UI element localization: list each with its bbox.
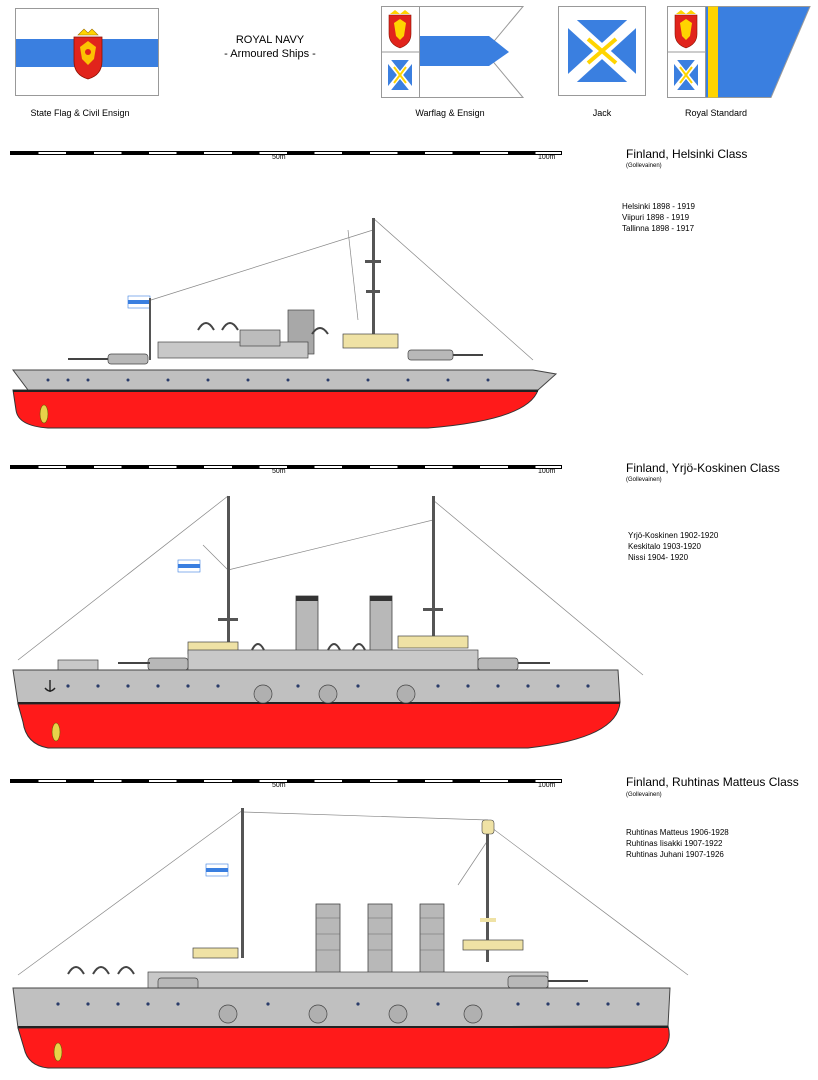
title-line-2: - Armoured Ships -	[224, 48, 316, 60]
coat-of-arms-icon	[73, 28, 103, 80]
ship-list: Yrjö-Koskinen 1902-1920 Keskitalo 1903-1…	[628, 530, 718, 563]
ruhtinas-matteus-class-ship-drawing	[12, 808, 689, 1069]
scale-bar-ruler	[10, 465, 562, 469]
warflag-cross-icon	[386, 58, 414, 92]
ensign-icon	[205, 863, 229, 877]
class-title: Finland, Ruhtinas Matteus Class	[626, 775, 799, 789]
ship-name: Tallinna 1898 - 1917	[622, 224, 695, 233]
anchor-icon	[44, 680, 56, 692]
class-author: (Gollevainen)	[626, 792, 662, 798]
propeller-icon	[53, 1042, 63, 1062]
jack-caption: Jack	[592, 108, 612, 118]
ship-name: Nissi 1904- 1920	[628, 553, 689, 562]
jack-flag	[558, 6, 646, 96]
state-flag-caption: State Flag & Civil Ensign	[30, 108, 130, 118]
scale-end-label: 100m	[538, 782, 556, 789]
ship-name: Helsinki 1898 - 1919	[622, 202, 695, 211]
standard-coat-icon	[674, 10, 698, 49]
scale-end-label: 100m	[538, 468, 556, 475]
ship-list: Ruhtinas Matteus 1906-1928 Ruhtinas Iisa…	[626, 827, 729, 860]
royal-standard-flag	[667, 6, 811, 98]
helsinki-class-ship-drawing	[12, 217, 558, 429]
class-author: (Gollevainen)	[626, 163, 662, 169]
scale-bar-ruler	[10, 151, 562, 155]
scale-bar: 50m 100m	[10, 146, 562, 162]
ship-name: Ruhtinas Iisakki 1907-1922	[626, 839, 723, 848]
ship-name: Ruhtinas Matteus 1906-1928	[626, 828, 729, 837]
scale-bar: 50m 100m	[10, 774, 562, 790]
ship-name: Yrjö-Koskinen 1902-1920	[628, 531, 719, 540]
page-title: ROYAL NAVY - Armoured Ships -	[210, 33, 330, 61]
propeller-icon	[51, 722, 61, 742]
ship-name: Ruhtinas Juhani 1907-1926	[626, 850, 724, 859]
ship-list: Helsinki 1898 - 1919 Viipuri 1898 - 1919…	[622, 201, 695, 234]
ensign-icon	[127, 295, 151, 309]
scale-mid-label: 50m	[272, 468, 286, 475]
standard-cross-icon	[672, 58, 700, 92]
scale-bar-ruler	[10, 779, 562, 783]
ensign-icon	[177, 559, 201, 573]
class-title: Finland, Yrjö-Koskinen Class	[626, 461, 780, 475]
title-line-1: ROYAL NAVY	[235, 34, 305, 46]
class-author: (Gollevainen)	[626, 477, 662, 483]
state-flag	[15, 8, 159, 96]
royal-standard-caption: Royal Standard	[684, 108, 748, 118]
warflag-coat-icon	[388, 10, 412, 49]
scale-mid-label: 50m	[272, 782, 286, 789]
propeller-icon	[39, 404, 49, 424]
scale-end-label: 100m	[538, 154, 556, 161]
scale-mid-label: 50m	[272, 154, 286, 161]
class-title: Finland, Helsinki Class	[626, 147, 748, 161]
warflag	[381, 6, 525, 98]
ship-name: Keskitalo 1903-1920	[628, 542, 701, 551]
yrjo-koskinen-class-ship-drawing	[12, 495, 644, 749]
ship-name: Viipuri 1898 - 1919	[622, 213, 690, 222]
scale-bar: 50m 100m	[10, 460, 562, 476]
warflag-caption: Warflag & Ensign	[415, 108, 485, 118]
